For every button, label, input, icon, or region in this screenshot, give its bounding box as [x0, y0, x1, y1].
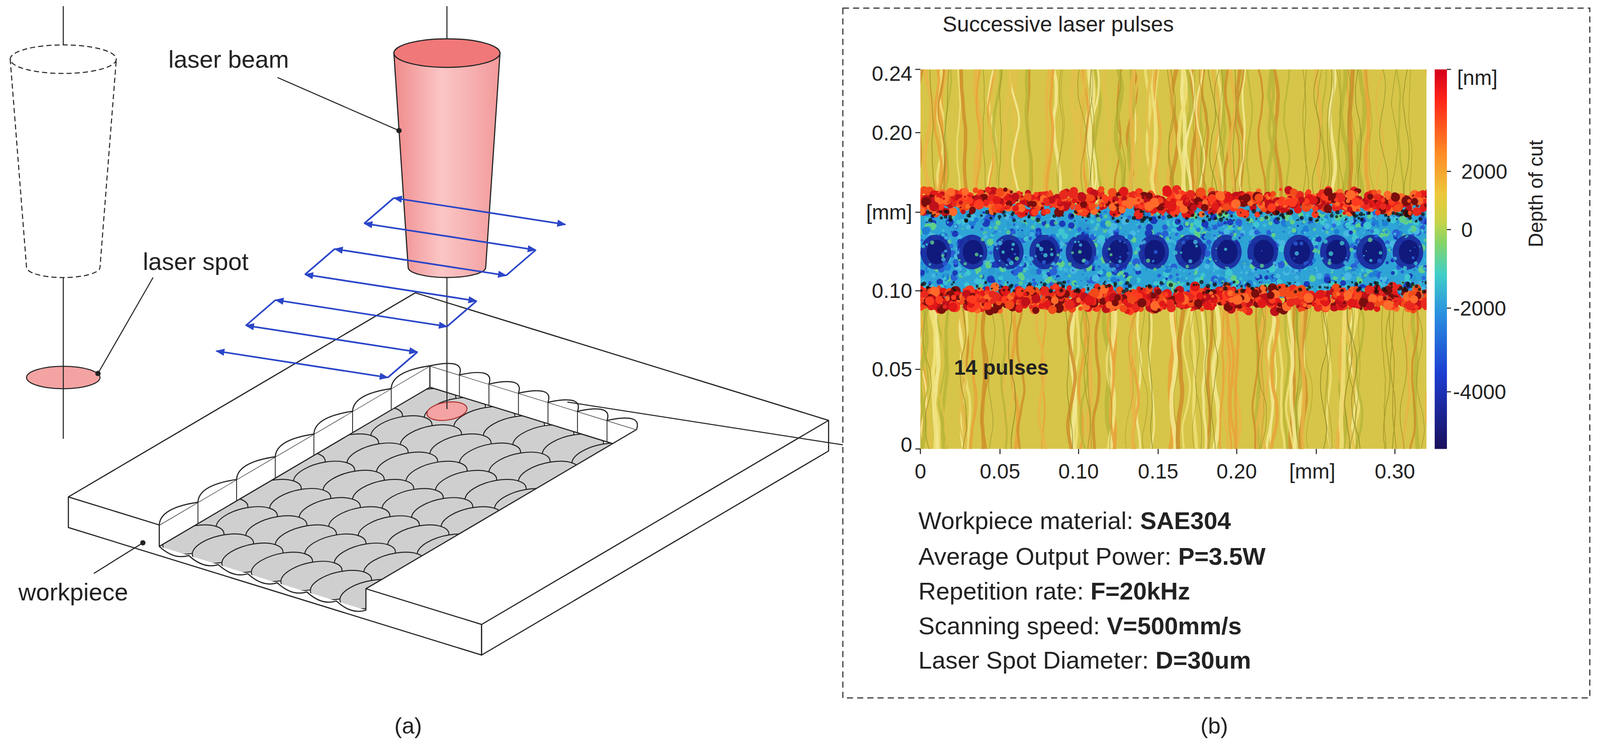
figure-stage: laser beamlaser spotworkpiece(a)Successi… — [0, 0, 1600, 753]
